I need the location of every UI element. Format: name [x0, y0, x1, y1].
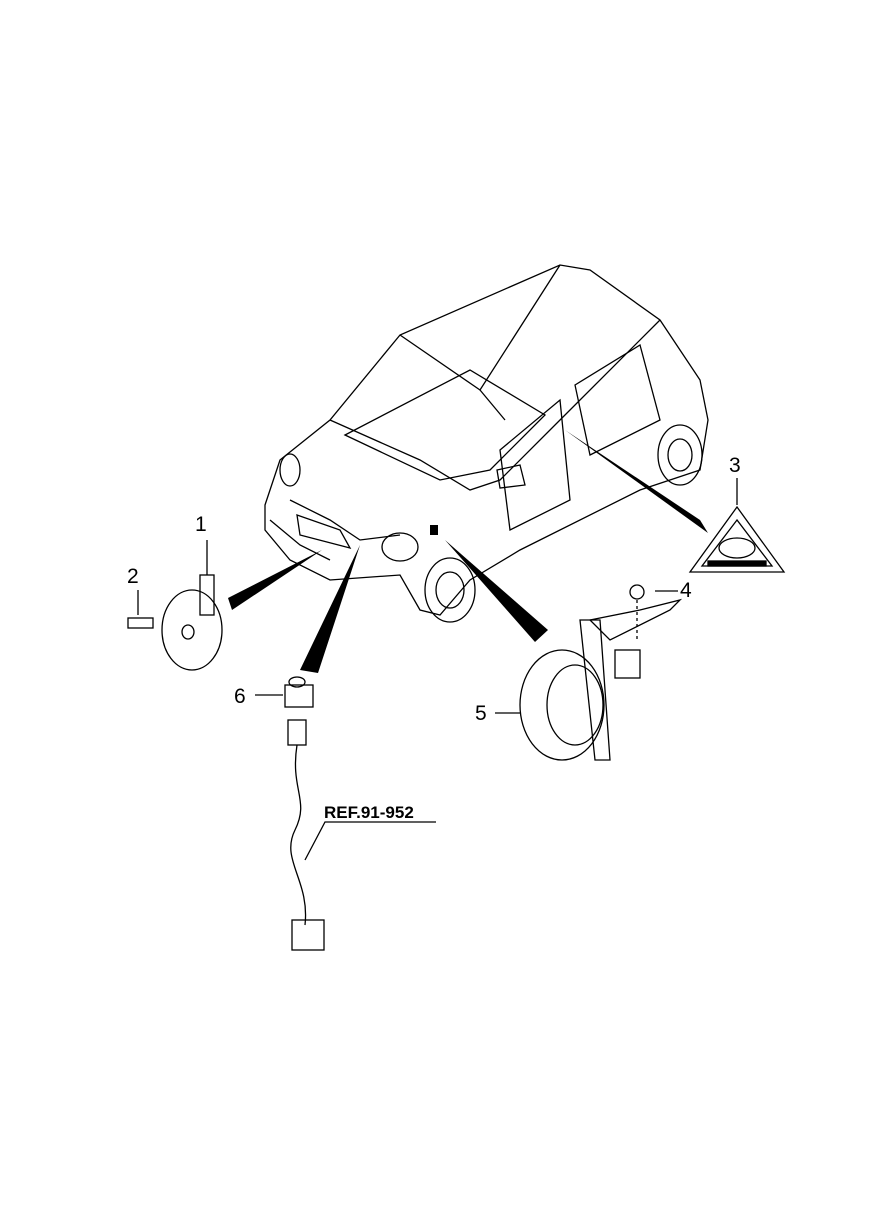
callout-6: 6 — [234, 685, 246, 708]
callout-lines — [137, 478, 738, 861]
car-illustration — [264, 264, 709, 623]
horn-large — [519, 584, 683, 761]
warning-label-triangle — [688, 505, 786, 573]
reference-label: REF.91-952 — [324, 803, 414, 822]
hood-switch — [284, 676, 325, 951]
leader-arrows — [228, 430, 708, 673]
callout-1: 1 — [195, 513, 207, 536]
callout-3: 3 — [729, 454, 741, 477]
callout-5: 5 — [475, 702, 487, 725]
horn-small — [127, 574, 223, 671]
callout-2: 2 — [127, 565, 139, 588]
callout-4: 4 — [680, 579, 692, 602]
